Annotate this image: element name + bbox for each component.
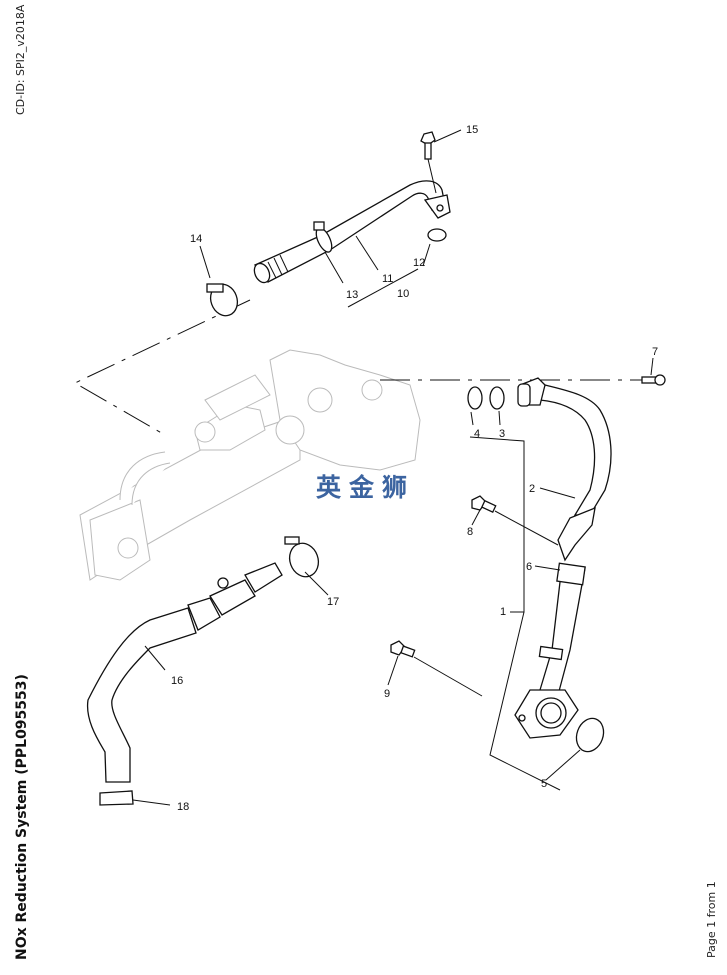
callout-6: 6 bbox=[526, 561, 532, 573]
callout-17: 17 bbox=[327, 596, 339, 608]
callout-8: 8 bbox=[467, 526, 473, 538]
part-11-pipe bbox=[253, 180, 451, 284]
callout-4: 4 bbox=[474, 428, 480, 440]
callout-15: 15 bbox=[466, 124, 478, 136]
callout-11: 11 bbox=[382, 273, 393, 285]
part-2-pipe bbox=[517, 377, 612, 516]
watermark: 英金狮 bbox=[316, 473, 416, 502]
callout-16: 16 bbox=[171, 675, 183, 687]
callout-5: 5 bbox=[541, 778, 547, 790]
bracket bbox=[557, 506, 596, 562]
part-14-clamp bbox=[206, 283, 239, 317]
leader-lines bbox=[132, 129, 654, 806]
outlet-flange bbox=[514, 689, 579, 739]
egr-cooler-assembly bbox=[79, 349, 421, 581]
callout-7: 7 bbox=[652, 346, 658, 358]
part-4-o-ring bbox=[467, 386, 483, 410]
part-6-pipe bbox=[538, 562, 586, 696]
callout-9: 9 bbox=[384, 688, 390, 700]
callout-14: 14 bbox=[190, 233, 202, 245]
part-7-bolt bbox=[641, 374, 666, 386]
callout-1: 1 bbox=[500, 606, 506, 618]
callout-18: 18 bbox=[177, 801, 189, 813]
assembly-line-14 bbox=[73, 299, 251, 436]
callout-13: 13 bbox=[346, 289, 358, 301]
part-5-gasket bbox=[575, 717, 605, 753]
part-3-o-ring bbox=[489, 386, 505, 410]
callout-3: 3 bbox=[499, 428, 505, 440]
part-12-o-ring bbox=[427, 228, 447, 242]
part-8-bolt bbox=[471, 495, 559, 546]
callout-2: 2 bbox=[529, 483, 535, 495]
part-16-hose bbox=[86, 562, 283, 783]
part-9-bolt bbox=[390, 640, 483, 697]
callout-10: 10 bbox=[397, 288, 409, 300]
part-17-clamp bbox=[284, 536, 320, 578]
part-15-bolt bbox=[420, 131, 437, 194]
part-18-cap bbox=[99, 790, 134, 806]
part-13-clamp bbox=[313, 221, 333, 253]
callout-12: 12 bbox=[413, 257, 425, 269]
